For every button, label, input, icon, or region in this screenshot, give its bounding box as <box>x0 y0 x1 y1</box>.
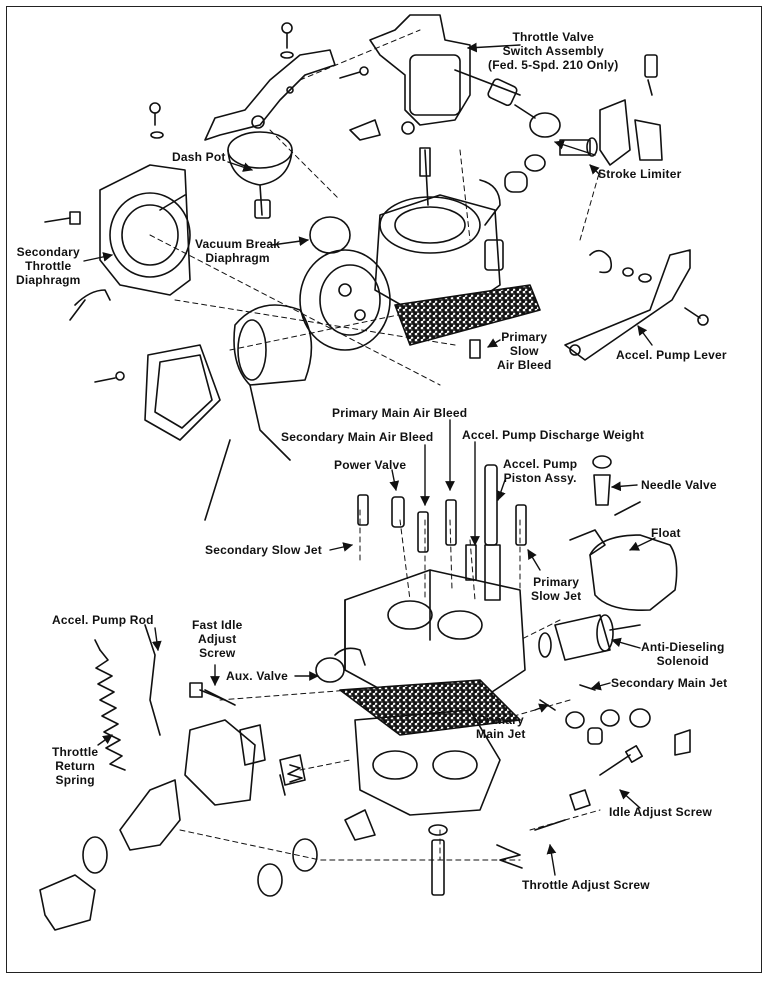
label-needle-valve: Needle Valve <box>641 478 717 492</box>
small-parts <box>357 455 641 601</box>
label-fast-idle-adjust-screw: Fast Idle Adjust Screw <box>192 618 243 660</box>
label-throttle-valve-switch-assembly: Throttle Valve Switch Assembly (Fed. 5-S… <box>488 30 619 72</box>
label-secondary-main-jet: Secondary Main Jet <box>611 676 728 690</box>
carburetor-upper-body <box>374 147 546 359</box>
stroke-limiter <box>559 99 663 166</box>
label-secondary-throttle-diaphragm: Secondary Throttle Diaphragm <box>16 245 81 287</box>
label-idle-adjust-screw: Idle Adjust Screw <box>609 805 712 819</box>
label-throttle-return-spring: Throttle Return Spring <box>52 745 99 787</box>
screw-icons <box>44 22 709 383</box>
diaphragm-cover <box>144 304 313 521</box>
dash-pot <box>227 115 293 219</box>
label-primary-slow-air-bleed: Primary Slow Air Bleed <box>497 330 552 372</box>
throttle-linkage-bracket <box>204 49 336 141</box>
vacuum-break-diaphragm <box>299 216 391 351</box>
label-anti-dieseling-solenoid: Anti-Dieseling Solenoid <box>641 640 725 668</box>
label-primary-main-air-bleed: Primary Main Air Bleed <box>332 406 468 420</box>
label-stroke-limiter: Stroke Limiter <box>598 167 682 181</box>
label-primary-main-jet: Primary Main Jet <box>476 713 526 741</box>
label-accel-pump-rod: Accel. Pump Rod <box>52 613 154 627</box>
label-throttle-adjust-screw: Throttle Adjust Screw <box>522 878 650 892</box>
label-vacuum-break-diaphragm: Vacuum Break Diaphragm <box>195 237 281 265</box>
label-accel-pump-lever: Accel. Pump Lever <box>616 348 727 362</box>
label-accel-pump-discharge-weight: Accel. Pump Discharge Weight <box>462 428 645 442</box>
label-aux-valve: Aux. Valve <box>226 669 289 683</box>
throttle-return-spring <box>94 639 126 771</box>
label-primary-slow-jet: Primary Slow Jet <box>531 575 582 603</box>
diagram-frame <box>6 6 762 973</box>
label-secondary-main-air-bleed: Secondary Main Air Bleed <box>281 430 434 444</box>
anti-dieseling-solenoid <box>538 614 641 661</box>
label-power-valve: Power Valve <box>334 458 407 472</box>
float <box>569 529 678 612</box>
label-float: Float <box>651 526 681 540</box>
label-accel-pump-piston-assy: Accel. Pump Piston Assy. <box>503 457 578 485</box>
secondary-throttle-diaphragm <box>69 164 191 321</box>
label-arrows <box>83 42 656 876</box>
label-dash-pot: Dash Pot <box>172 150 226 164</box>
carburetor-main-body <box>315 569 526 816</box>
label-secondary-slow-jet: Secondary Slow Jet <box>205 543 322 557</box>
throttle-valve-switch-assembly <box>349 14 561 141</box>
accel-pump-lever <box>564 249 691 361</box>
